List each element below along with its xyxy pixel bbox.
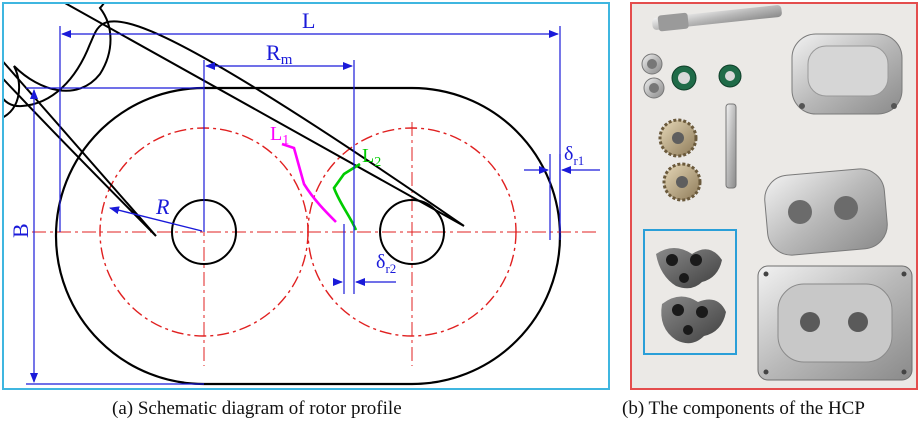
caption-b: (b) The components of the HCP	[622, 398, 865, 419]
caption-a: (a) Schematic diagram of rotor profile	[112, 398, 402, 419]
pitch-circle-right	[307, 127, 517, 337]
rotor-profile-panel: L Rm B R L1 L2 δr1	[0, 0, 610, 390]
components-photo	[641, 5, 913, 381]
label-R: R	[155, 194, 170, 219]
dimension-B	[26, 87, 204, 385]
long-shaft	[652, 5, 782, 32]
clearance-r1	[524, 154, 600, 240]
pump-housing-outline	[54, 86, 562, 386]
dimension-Rm	[203, 60, 355, 294]
middle-plate	[764, 168, 888, 256]
shaft-hole-right	[379, 199, 445, 265]
short-shaft	[725, 103, 737, 189]
rotors-highlight-box	[643, 229, 737, 355]
components-photo-panel	[630, 2, 918, 390]
end-cover-top	[791, 33, 903, 115]
rotor-profile-diagram: L Rm B R L1 L2 δr1	[0, 0, 600, 386]
rotor-right-profile	[0, 0, 465, 227]
rotor-left-profile	[0, 0, 157, 237]
label-Rm: Rm	[266, 40, 293, 68]
pump-housing-photo	[757, 265, 913, 381]
label-dr2: δr2	[376, 251, 396, 276]
bushings	[641, 53, 665, 99]
label-L2: L2	[362, 145, 381, 170]
radius-R-arrow	[109, 206, 203, 232]
rotor-pair-photo	[656, 248, 726, 344]
label-dr1: δr1	[564, 143, 584, 168]
label-L: L	[302, 8, 315, 33]
label-L1: L1	[270, 123, 289, 148]
gears	[658, 118, 702, 202]
clearance-r2	[333, 224, 396, 294]
dimension-L	[59, 26, 561, 232]
curve-L2	[332, 162, 361, 231]
label-B: B	[8, 223, 33, 238]
seal-rings	[671, 64, 742, 91]
center-lines	[32, 122, 598, 366]
curve-L1	[281, 142, 337, 223]
